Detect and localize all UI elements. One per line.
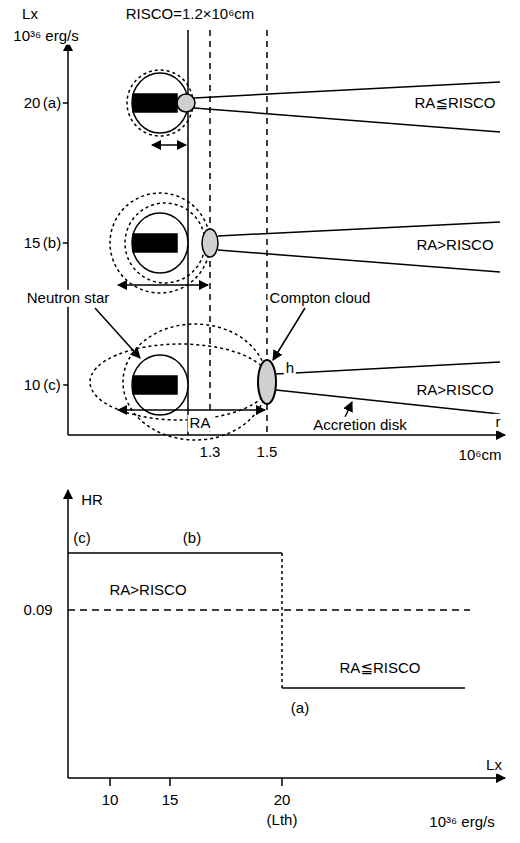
accretion-disk — [276, 362, 500, 374]
threshold-line — [68, 609, 470, 611]
state-label: (c) — [41, 377, 63, 394]
hr-step — [281, 553, 283, 688]
y-axis — [67, 42, 69, 435]
condition-label: RA≦RISCO — [338, 660, 423, 677]
tick-label: 0.09 — [21, 602, 54, 619]
state-label: (b) — [41, 235, 63, 252]
tick-label: (Lth) — [265, 812, 300, 829]
hr-level — [282, 687, 465, 689]
tick-label: 20 — [22, 95, 43, 112]
axis-title: Lx — [484, 757, 504, 774]
leader-line — [273, 308, 305, 360]
compton-cloud — [202, 229, 218, 257]
accretion-disk — [218, 250, 500, 272]
radius-arrow — [118, 284, 208, 286]
axis-title: r — [494, 414, 503, 431]
condition-label: RA>RISCO — [107, 582, 188, 599]
axis-unit: 10³⁶ erg/s — [427, 814, 496, 831]
tick-label: 10 — [100, 792, 121, 809]
condition-label: RA>RISCO — [414, 382, 495, 399]
tick-label: 1.3 — [198, 444, 223, 461]
axis-title: HR — [79, 492, 105, 509]
magnetosphere — [90, 344, 270, 420]
compton-cloud — [258, 360, 276, 404]
tick — [281, 778, 283, 786]
accretion-disk — [194, 108, 500, 132]
tick-label: 15 — [22, 235, 43, 252]
isco-line — [187, 30, 189, 435]
neutron-star — [132, 213, 188, 273]
star-band — [133, 234, 177, 252]
condition-label: RA>RISCO — [414, 237, 495, 254]
tick — [109, 778, 111, 786]
tick — [169, 778, 171, 786]
radius-arrow — [118, 409, 265, 411]
tick-label: 20 — [272, 792, 293, 809]
magnetosphere — [125, 203, 205, 283]
tick-label: 15 — [160, 792, 181, 809]
x-axis — [68, 434, 505, 436]
part-label: Neutron star — [25, 290, 112, 307]
axis-unit: 10⁶cm — [457, 447, 504, 464]
magnetosphere — [110, 193, 210, 293]
compton-cloud — [177, 94, 195, 112]
star-band — [133, 94, 177, 112]
part-label: Compton cloud — [268, 290, 373, 307]
state-label: (b) — [181, 530, 203, 547]
dimension-label: h — [284, 360, 296, 377]
leader-line — [95, 308, 140, 358]
tick-label: 10 — [22, 377, 43, 394]
state-label: (c) — [71, 530, 93, 547]
hr-level — [68, 552, 282, 554]
condition-label: RA≦RISCO — [413, 95, 498, 112]
radius-arrow — [152, 144, 186, 146]
accretion-disk — [218, 222, 500, 236]
x-axis — [68, 777, 505, 779]
magnetosphere — [123, 324, 267, 440]
leader-line — [345, 402, 352, 417]
axis-title: Lx — [20, 6, 40, 23]
dimension-label: RA — [188, 415, 213, 432]
axis-unit: 10³⁶ erg/s — [11, 28, 80, 45]
neutron-star — [132, 355, 188, 415]
radius-label: RISCO=1.2×10⁶cm — [124, 6, 257, 23]
y-axis — [67, 490, 69, 778]
state-label: (a) — [41, 95, 63, 112]
state-label: (a) — [289, 700, 311, 717]
tick-label: 1.5 — [255, 444, 280, 461]
star-band — [133, 376, 177, 394]
part-label: Accretion disk — [311, 417, 408, 434]
